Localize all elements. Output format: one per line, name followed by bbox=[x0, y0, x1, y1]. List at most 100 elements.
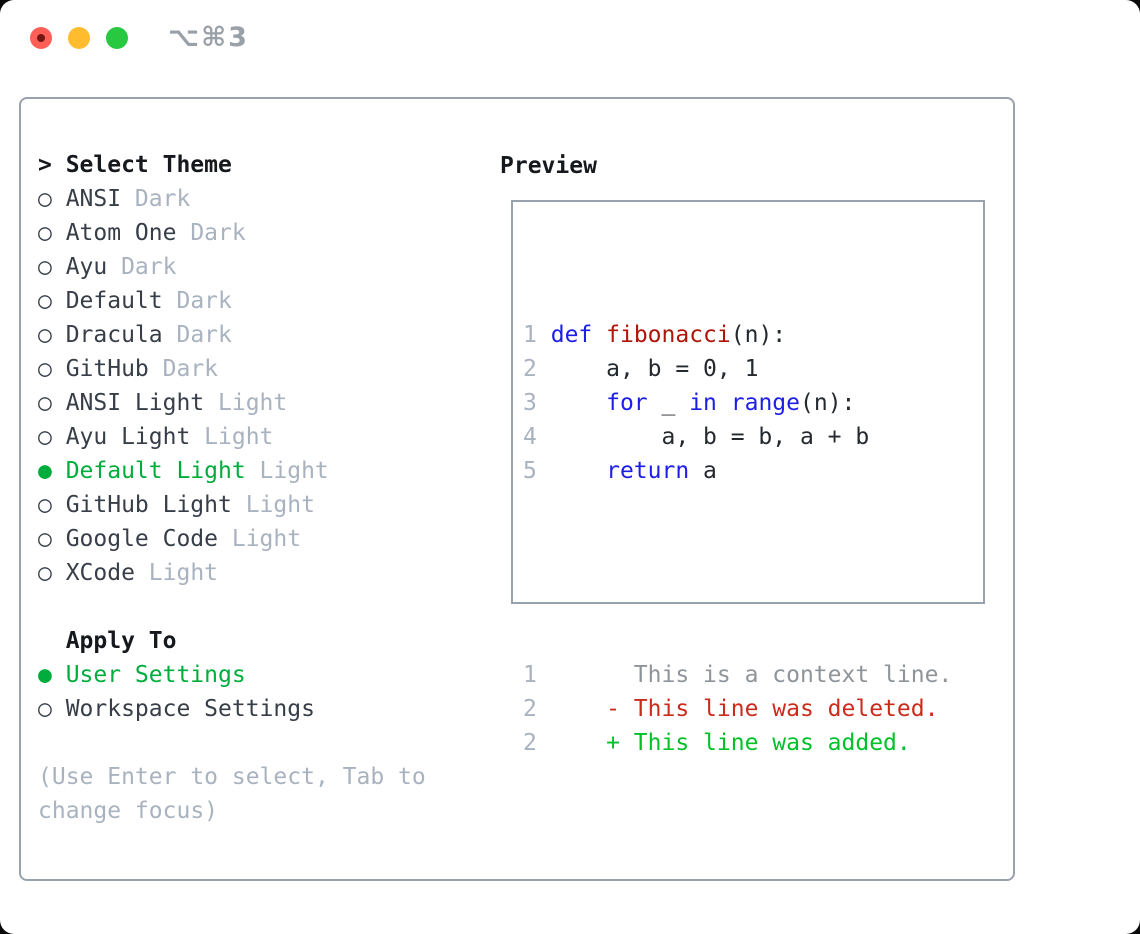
option-label: Dracula bbox=[65, 322, 163, 348]
option-label: Default Light bbox=[65, 458, 246, 484]
code-token bbox=[537, 322, 551, 348]
theme-option[interactable]: ○ GitHub Dark bbox=[38, 352, 426, 386]
theme-option[interactable]: ○ Default Dark bbox=[38, 284, 426, 318]
zoom-button[interactable] bbox=[106, 27, 128, 49]
option-badge: Dark bbox=[162, 356, 219, 382]
code-token: return bbox=[606, 458, 690, 484]
option-label: Google Code bbox=[65, 526, 219, 552]
code-token: (n): bbox=[730, 322, 787, 348]
code-token: + This line was added. bbox=[536, 730, 911, 756]
theme-option[interactable]: ○ ANSI Light Light bbox=[38, 386, 426, 420]
option-badge: Dark bbox=[190, 220, 246, 246]
apply-to-title: Apply To bbox=[65, 628, 177, 654]
line-number: 1 bbox=[523, 322, 537, 348]
option-badge: Dark bbox=[176, 322, 232, 348]
option-label: Ayu bbox=[65, 254, 108, 280]
code-line: 3 for _ in range(n): bbox=[523, 386, 952, 420]
option-label: Ayu Light bbox=[65, 424, 191, 450]
option-badge: Dark bbox=[176, 288, 232, 314]
option-label: User Settings bbox=[65, 662, 246, 688]
option-label: Default bbox=[65, 288, 163, 314]
diff-line: 2 - This line was deleted. bbox=[523, 692, 952, 726]
theme-option[interactable]: ○ Google Code Light bbox=[38, 522, 426, 556]
radio-icon: ○ bbox=[38, 186, 52, 212]
theme-option[interactable]: ● Default Light Light bbox=[38, 454, 426, 488]
code-line: 2 a, b = 0, 1 bbox=[523, 352, 952, 386]
code-token: - This line was deleted. bbox=[536, 696, 939, 722]
line-number: 4 bbox=[523, 424, 537, 450]
help-line-1: (Use Enter to select, Tab to bbox=[38, 764, 426, 790]
code-token: for bbox=[606, 390, 648, 416]
line-number: 2 bbox=[523, 730, 537, 756]
spacer bbox=[38, 726, 426, 760]
code-token: _ bbox=[647, 390, 690, 416]
option-label: GitHub bbox=[65, 356, 149, 382]
option-label: Atom One bbox=[65, 220, 177, 246]
preview-title: Preview bbox=[500, 153, 597, 179]
theme-selector-column: > Select Theme ○ ANSI Dark ○ Atom One Da… bbox=[38, 148, 426, 828]
theme-option[interactable]: ○ ANSI Dark bbox=[38, 182, 426, 216]
radio-icon: ○ bbox=[38, 254, 52, 280]
apply-to-option[interactable]: ● User Settings bbox=[38, 658, 426, 692]
apply-to-list: ● User Settings ○ Workspace Settings bbox=[38, 658, 426, 726]
line-number: 2 bbox=[523, 696, 537, 722]
code-token bbox=[537, 390, 606, 416]
theme-option[interactable]: ○ GitHub Light Light bbox=[38, 488, 426, 522]
option-badge: Dark bbox=[134, 186, 191, 212]
line-number: 3 bbox=[523, 390, 537, 416]
radio-icon: ○ bbox=[38, 424, 52, 450]
code-token: a, b = b, a + b bbox=[536, 424, 870, 450]
theme-option[interactable]: ○ Ayu Light Light bbox=[38, 420, 426, 454]
radio-icon: ○ bbox=[38, 526, 52, 552]
theme-option[interactable]: ○ Atom One Dark bbox=[38, 216, 426, 250]
apply-to-header: Apply To bbox=[38, 624, 426, 658]
code-token bbox=[717, 390, 731, 416]
code-token: range bbox=[730, 390, 801, 416]
theme-option[interactable]: ○ Ayu Dark bbox=[38, 250, 426, 284]
radio-icon: ○ bbox=[38, 322, 52, 348]
code-line: 5 return a bbox=[523, 454, 952, 488]
spacer bbox=[38, 590, 426, 624]
code-token: in bbox=[689, 390, 717, 416]
option-label: XCode bbox=[65, 560, 135, 586]
code-token bbox=[592, 322, 606, 348]
help-line: change focus) bbox=[38, 794, 426, 828]
help-text: (Use Enter to select, Tab to change focu… bbox=[38, 760, 426, 828]
code-token: This is a context line. bbox=[536, 662, 953, 688]
theme-option[interactable]: ○ Dracula Dark bbox=[38, 318, 426, 352]
line-number: 5 bbox=[523, 458, 537, 484]
apply-to-option[interactable]: ○ Workspace Settings bbox=[38, 692, 426, 726]
radio-icon: ○ bbox=[38, 288, 52, 314]
code-line: 4 a, b = b, a + b bbox=[523, 420, 952, 454]
code-token: fibonacci bbox=[606, 322, 731, 348]
radio-icon: ○ bbox=[38, 492, 52, 518]
code-token: a bbox=[689, 458, 717, 484]
option-badge: Light bbox=[204, 424, 274, 450]
option-label: ANSI Light bbox=[65, 390, 205, 416]
diff-line: 2 + This line was added. bbox=[523, 726, 952, 760]
minimize-button[interactable] bbox=[68, 27, 90, 49]
theme-option[interactable]: ○ XCode Light bbox=[38, 556, 426, 590]
code-token bbox=[537, 458, 606, 484]
option-badge: Light bbox=[245, 492, 315, 518]
radio-icon: ○ bbox=[38, 696, 52, 722]
radio-icon: ● bbox=[38, 458, 52, 484]
select-theme-title: Select Theme bbox=[65, 152, 232, 178]
window-titlebar: ⌥⌘3 bbox=[0, 0, 1140, 76]
diff-line: 1 This is a context line. bbox=[523, 658, 952, 692]
window-shortcut-label: ⌥⌘3 bbox=[168, 22, 249, 53]
option-badge: Light bbox=[218, 390, 288, 416]
option-badge: Dark bbox=[121, 254, 177, 280]
diff-sample: 1 This is a context line.2 - This line w… bbox=[523, 658, 952, 760]
option-badge: Light bbox=[231, 526, 302, 552]
help-line: (Use Enter to select, Tab to bbox=[38, 760, 426, 794]
option-label: ANSI bbox=[65, 186, 122, 212]
select-theme-header: > Select Theme bbox=[38, 148, 426, 182]
radio-icon: ○ bbox=[38, 560, 52, 586]
line-number: 2 bbox=[523, 356, 537, 382]
close-button[interactable] bbox=[30, 27, 52, 49]
